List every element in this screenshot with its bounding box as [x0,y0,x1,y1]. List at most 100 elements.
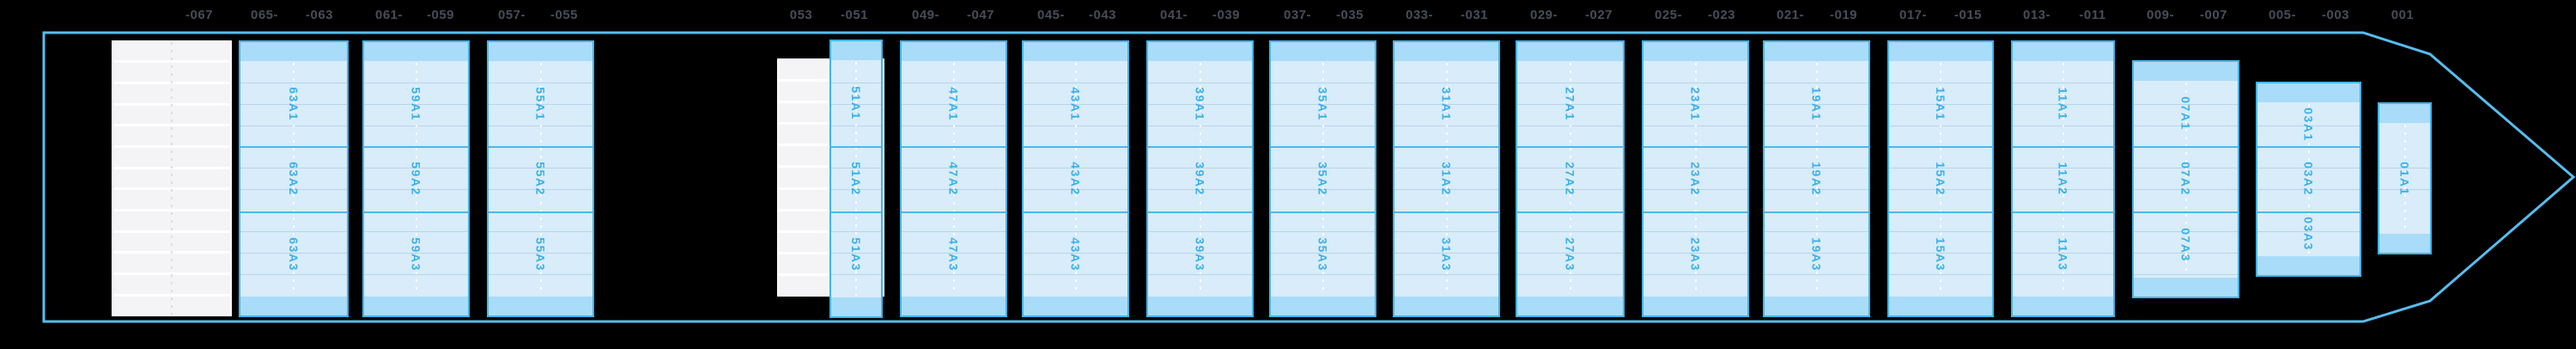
hatch-panel-11A[interactable]: 11A1 11A2 11A3 [2011,40,2115,317]
hatch-section-label[interactable]: 35A1 [1315,86,1330,121]
hatch-section-label[interactable]: 59A1 [409,86,423,121]
hatch-panel-35A[interactable]: 35A1 35A2 35A3 [1269,40,1376,317]
hatch-centerline [2062,63,2064,295]
hatch-section-label[interactable]: 23A3 [1688,236,1703,272]
hatch-edge-bottom [2379,234,2430,253]
hatch-section-label[interactable]: 43A1 [1068,86,1083,121]
hatch-edge-bottom [1765,297,1868,315]
hatch-panel-23A[interactable]: 23A1 23A2 23A3 [1642,40,1749,317]
hatch-edge-top [1643,42,1747,61]
bay-number-label: -051 [840,8,869,22]
hatch-panel-27A[interactable]: 27A1 27A2 27A3 [1516,40,1625,317]
hatch-panel-19A[interactable]: 19A1 19A2 19A3 [1763,40,1870,317]
hatch-section-divider [1271,146,1375,148]
hatch-section-label[interactable]: 19A2 [1809,162,1824,196]
bay-number-label: -063 [305,8,334,22]
hatch-panel-63A[interactable]: 63A1 63A2 63A3 [239,40,349,317]
slot-column-067 [112,40,232,316]
hatch-panel-51A[interactable]: 51A1 51A2 51A3 [829,40,883,318]
hatch-section-label[interactable]: 27A2 [1563,162,1577,196]
hatch-section-label[interactable]: 39A2 [1193,162,1207,196]
bay-number-label: -035 [1335,8,1364,22]
hatch-edge-bottom [1271,297,1375,315]
hatch-section-label[interactable]: 47A2 [946,162,961,196]
hatch-section-label[interactable]: 27A3 [1563,236,1577,272]
hatch-section-label[interactable]: 55A1 [533,86,548,121]
hatch-section-label[interactable]: 51A2 [849,162,863,196]
hatch-section-label[interactable]: 07A2 [2178,162,2193,196]
hatch-section-label[interactable]: 03A2 [2301,162,2316,196]
hatch-centerline [1074,63,1077,295]
hatch-section-label[interactable]: 15A1 [1934,86,1947,121]
hatch-centerline [1445,63,1448,295]
hatch-panel-43A[interactable]: 43A1 43A2 43A3 [1022,40,1129,317]
hatch-section-label[interactable]: 59A3 [409,236,423,272]
hatch-panel-47A[interactable]: 47A1 47A2 47A3 [900,40,1007,317]
hatch-section-label[interactable]: 31A1 [1439,86,1454,121]
hatch-section-label[interactable]: 35A3 [1315,236,1330,272]
hatch-section-label[interactable]: 03A1 [2301,107,2316,142]
hatch-section-divider [1643,146,1747,148]
hatch-panel-59A[interactable]: 59A1 59A2 59A3 [362,40,470,317]
hatch-section-label[interactable]: 27A1 [1563,86,1577,121]
hatch-section-label[interactable]: 51A3 [849,237,863,272]
hatch-section-label[interactable]: 03A3 [2301,217,2316,251]
hatch-section-divider [1394,211,1498,213]
hatch-section-label[interactable]: 23A1 [1688,86,1703,121]
hatch-section-divider [364,211,468,213]
hatch-section-label[interactable]: 39A3 [1193,236,1207,272]
hatch-panel-39A[interactable]: 39A1 39A2 39A3 [1146,40,1254,317]
hatch-section-label[interactable]: 55A3 [533,236,548,272]
bay-number-label: 061- [374,8,404,22]
hatch-panel-31A[interactable]: 31A1 31A2 31A3 [1393,40,1500,317]
hatch-section-label[interactable]: 31A3 [1439,236,1454,272]
hatch-edge-bottom [1394,297,1498,315]
hatch-section-label[interactable]: 07A1 [2178,96,2193,131]
hatch-panel-15A[interactable]: 15A1 15A2 15A3 [1887,40,1994,317]
hatch-section-divider [2257,146,2360,148]
hatch-section-label[interactable]: 47A3 [946,236,961,272]
hatch-section-label[interactable]: 11A1 [2056,87,2070,120]
bay-number-label: -059 [426,8,455,22]
hatch-panel-03A[interactable]: 03A1 03A2 03A3 [2256,82,2361,277]
hatch-section-label[interactable]: 11A2 [2056,162,2070,196]
hatch-section-divider [1765,211,1868,213]
hatch-edge-top [1271,42,1375,61]
hatch-section-label[interactable]: 55A2 [533,162,548,196]
hatch-section-label[interactable]: 39A1 [1193,86,1207,121]
hatch-section-label[interactable]: 51A1 [849,86,863,120]
hatch-section-label[interactable]: 35A2 [1315,162,1330,196]
hatch-section-label[interactable]: 19A3 [1809,236,1824,272]
hatch-edge-top [2134,62,2238,81]
hatch-section-label[interactable]: 47A1 [946,86,961,121]
hatch-edge-top [240,42,347,61]
hatch-section-label[interactable]: 01A1 [2397,161,2412,196]
hatch-edge-bottom [2013,297,2113,315]
bay-number-label: 045- [1036,8,1066,22]
hatch-section-label[interactable]: 19A1 [1809,86,1824,121]
hatch-section-label[interactable]: 23A2 [1688,162,1703,196]
hatch-section-label[interactable]: 31A2 [1439,162,1454,196]
hatch-section-label[interactable]: 63A3 [287,236,301,272]
hatch-section-label[interactable]: 63A1 [287,86,301,121]
hatch-edge-top [831,41,881,60]
hatch-section-divider [1889,146,1992,148]
hatch-section-label[interactable]: 15A3 [1934,236,1947,272]
bay-number-label: 013- [2022,8,2051,22]
bay-number-label: 037- [1283,8,1312,22]
bay-number-label: 029- [1529,8,1558,22]
hatch-section-label[interactable]: 63A2 [287,162,301,196]
bay-number-label: -039 [1212,8,1241,22]
hatch-section-label[interactable]: 43A2 [1068,162,1083,196]
hatch-section-label[interactable]: 15A2 [1934,162,1947,196]
hatch-panel-07A[interactable]: 07A1 07A2 07A3 [2132,60,2239,298]
hatch-section-label[interactable]: 43A3 [1068,236,1083,272]
hatch-section-divider [2257,211,2360,213]
hatch-section-label[interactable]: 59A2 [409,162,423,196]
hatch-panel-55A[interactable]: 55A1 55A2 55A3 [487,40,594,317]
hatch-section-label[interactable]: 07A3 [2178,227,2193,262]
hatch-section-divider [489,146,592,148]
hatch-panel-01A[interactable]: 01A1 [2378,102,2432,254]
hatch-section-label[interactable]: 11A3 [2056,237,2070,271]
